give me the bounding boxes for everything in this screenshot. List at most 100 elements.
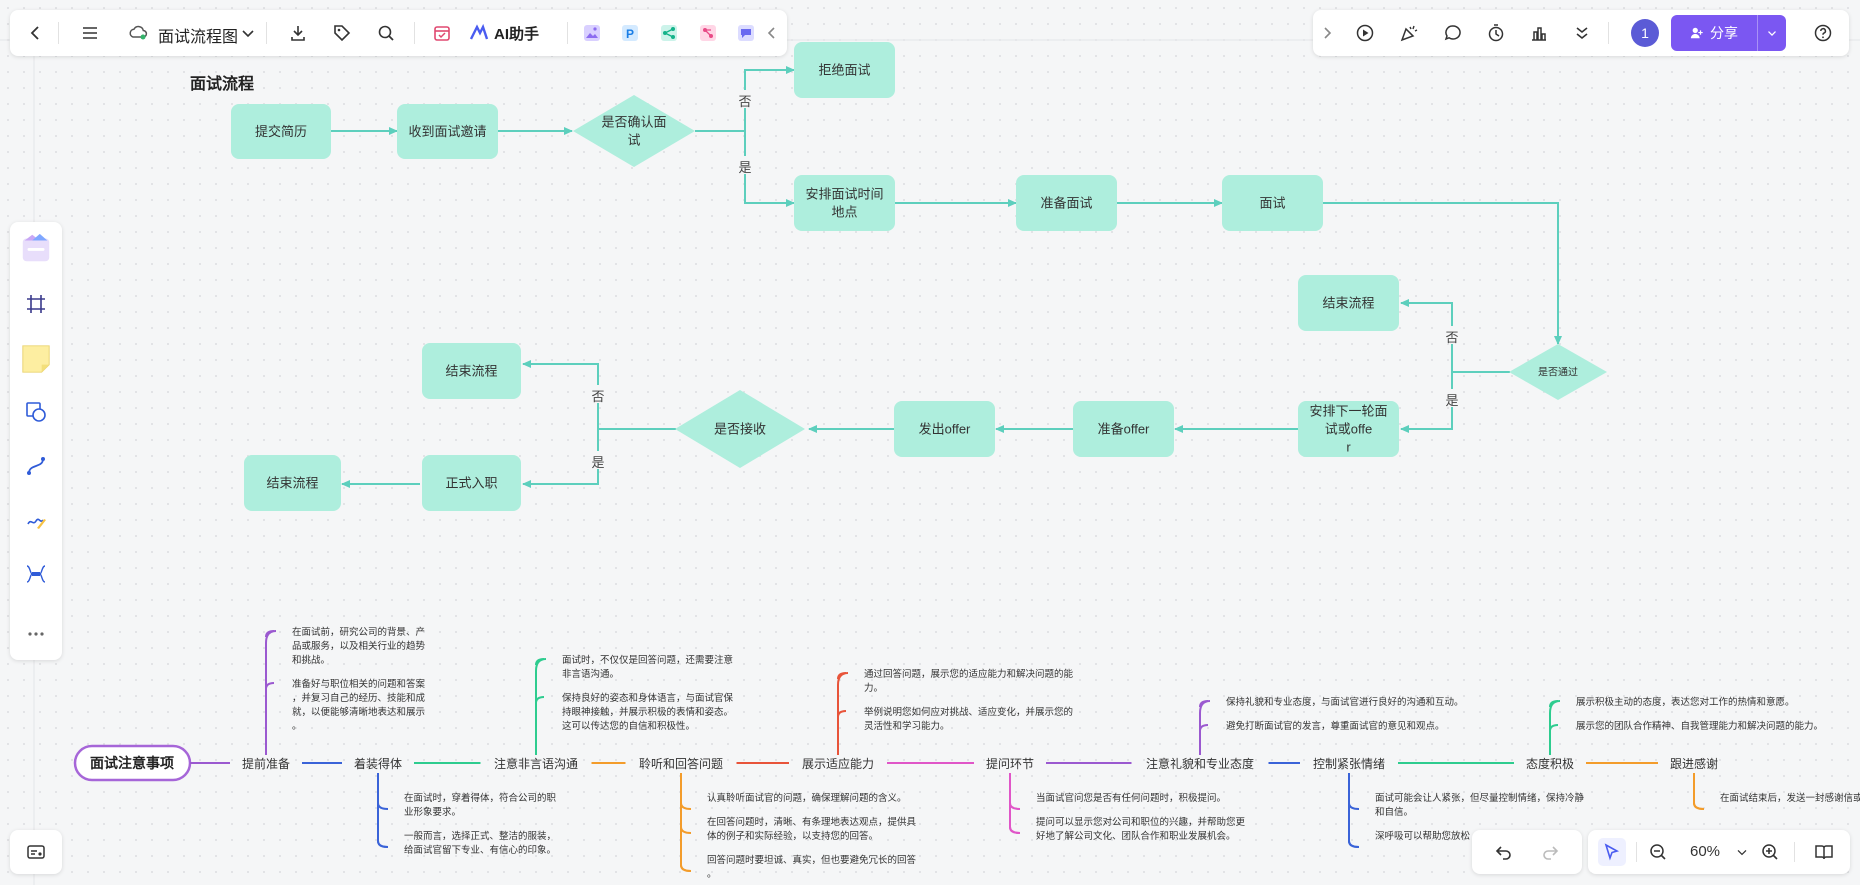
avatar[interactable]: 1 xyxy=(1631,19,1659,47)
mindmap-app-icon[interactable] xyxy=(694,19,722,47)
undo-icon[interactable] xyxy=(1490,838,1518,866)
template-icon[interactable] xyxy=(18,230,54,266)
ai-logo-icon[interactable] xyxy=(465,19,493,47)
mindmap-notes: 在面试结束后，发送一封感谢信或电子邮件 xyxy=(1693,773,1860,810)
chat-app-icon[interactable] xyxy=(732,19,760,47)
help-icon[interactable] xyxy=(1809,19,1837,47)
mindmap-note: 保持良好的姿态和身体语言，与面试官保持眼神接触，并展示积极的表情和姿态。这可以传… xyxy=(562,692,734,732)
flow-edge-label: 是 xyxy=(1445,393,1458,408)
flow-node-interview[interactable]: 面试 xyxy=(1222,175,1323,231)
flow-node-label: 是否通过 xyxy=(1538,366,1578,379)
mindmap-note: 展示积极主动的态度，表达您对工作的热情和意愿。 xyxy=(1576,696,1795,708)
pen-icon[interactable] xyxy=(22,506,50,534)
mindmap-note: 举例说明您如何应对挑战、适应变化，并展示您的灵活性和学习能力。 xyxy=(864,706,1073,732)
expand-icon[interactable] xyxy=(1313,19,1341,47)
timer-icon[interactable] xyxy=(1482,19,1510,47)
image-app-icon[interactable] xyxy=(578,19,606,47)
flow-node-invite[interactable]: 收到面试邀请 xyxy=(397,104,498,159)
mindmap-branch[interactable]: 展示适应能力 xyxy=(802,756,874,771)
flow-node-label: 正式入职 xyxy=(445,476,497,491)
search-icon[interactable] xyxy=(372,19,400,47)
vote-icon[interactable] xyxy=(1525,19,1553,47)
mindmap-note: 面试时，不仅仅是回答问题，还需要注意非言语沟通。 xyxy=(562,654,733,680)
collapse-icon[interactable] xyxy=(762,19,782,47)
flow-node-label: 是否接收 xyxy=(714,422,766,437)
chevron-down-icon[interactable] xyxy=(238,19,258,47)
flow-node-submit[interactable]: 提交简历 xyxy=(231,104,331,159)
mindmap-branch[interactable]: 态度积极 xyxy=(1526,756,1574,771)
flow-node-label: 准备面试 xyxy=(1040,196,1092,211)
mindmap-branch-label: 态度积极 xyxy=(1526,756,1574,771)
flow-node-end3[interactable]: 结束流程 xyxy=(244,455,341,511)
flow-connector xyxy=(744,131,795,207)
frame-icon[interactable] xyxy=(22,290,50,318)
share-dropdown-arrow[interactable] xyxy=(1757,15,1786,51)
left-toolbar xyxy=(10,222,62,660)
mindmap-branch[interactable]: 注意礼貌和专业态度 xyxy=(1146,756,1254,771)
download-icon[interactable] xyxy=(284,19,312,47)
mindmap-note: 通过回答问题，展示您的适应能力和解决问题的能力。 xyxy=(864,668,1074,694)
flow-decision-confirm[interactable]: 是否确认面试 xyxy=(573,95,695,167)
book-icon[interactable] xyxy=(1810,838,1838,866)
select-icon[interactable] xyxy=(1598,838,1626,866)
flow-node-schedule[interactable]: 安排面试时间地点 xyxy=(794,175,895,231)
flow-edge-label: 否 xyxy=(738,94,751,109)
flow-node-reject[interactable]: 拒绝面试 xyxy=(794,42,895,98)
comment-icon[interactable] xyxy=(1439,19,1467,47)
mindmap-note: 提问可以显示您对公司和职位的兴趣，并帮助您更好地了解公司文化、团队合作和职业发展… xyxy=(1036,816,1246,842)
mindmap-branch[interactable]: 控制紧张情绪 xyxy=(1313,757,1385,771)
flow-decision-accept[interactable]: 是否接收 xyxy=(675,390,805,468)
more-icon[interactable] xyxy=(22,620,50,648)
minimap-button[interactable] xyxy=(10,830,62,874)
mindmap-branch[interactable]: 提问环节 xyxy=(986,756,1034,771)
flow-node-end1[interactable]: 结束流程 xyxy=(1298,275,1399,331)
flow-node-label: 提交简历 xyxy=(255,124,307,139)
mindmap-branch-label: 提前准备 xyxy=(242,756,290,771)
mindmap-note: 深呼吸可以帮助您放松 xyxy=(1375,830,1471,842)
flow-node-onboard[interactable]: 正式入职 xyxy=(422,455,521,511)
back-icon[interactable] xyxy=(22,19,50,47)
mindmap-notes: 通过回答问题，展示您的适应能力和解决问题的能力。举例说明您如何应对挑战、适应变化… xyxy=(837,668,1074,755)
redo-icon[interactable] xyxy=(1536,838,1564,866)
mindmap-branch[interactable]: 跟进感谢 xyxy=(1670,756,1718,771)
shape-icon[interactable] xyxy=(22,398,50,426)
ai-assistant-label[interactable]: AI助手 xyxy=(494,26,540,43)
mindmap-tool-icon[interactable] xyxy=(22,560,50,588)
zoom-out-icon[interactable] xyxy=(1644,838,1672,866)
add-user-icon xyxy=(1690,27,1703,39)
share-app-icon[interactable] xyxy=(655,19,683,47)
doc-title[interactable]: 面试流程图 xyxy=(158,29,239,46)
tag-icon[interactable] xyxy=(328,19,356,47)
more-down-icon[interactable] xyxy=(1568,19,1596,47)
mindmap-notes: 当面试官问您是否有任何问题时，积极提问。提问可以显示您对公司和职位的兴趣，并帮助… xyxy=(1009,773,1246,842)
flow-node-end2[interactable]: 结束流程 xyxy=(422,343,521,399)
play-icon[interactable] xyxy=(1351,19,1379,47)
sticky-note-icon[interactable] xyxy=(19,342,53,376)
zoom-level[interactable]: 60% xyxy=(1690,843,1721,860)
flow-node-send_offer[interactable]: 发出offer xyxy=(894,401,995,457)
mindmap-notes: 保持礼貌和专业态度，与面试官进行良好的沟通和互动。避免打断面试官的发言，尊重面试… xyxy=(1199,696,1464,755)
share-button[interactable]: 分享 xyxy=(1671,15,1786,51)
zoom-dropdown-icon[interactable] xyxy=(1734,838,1750,866)
mindmap-branch[interactable]: 着装得体 xyxy=(354,756,402,771)
mindmap-note: 回答问题时要坦诚、真实，但也要避免冗长的回答。 xyxy=(707,854,917,880)
flow-node-prepare_offer[interactable]: 准备offer xyxy=(1073,401,1174,457)
flow-node-label: 准备offer xyxy=(1098,422,1150,437)
p-app-icon[interactable]: P xyxy=(616,19,644,47)
flow-node-label: 收到面试邀请 xyxy=(408,124,486,139)
zoom-in-icon[interactable] xyxy=(1756,838,1784,866)
calendar-app-icon[interactable] xyxy=(428,19,456,47)
mindmap-branch[interactable]: 提前准备 xyxy=(242,756,290,771)
svg-text:P: P xyxy=(626,27,634,41)
mindmap-branch[interactable]: 聆听和回答问题 xyxy=(639,756,723,771)
menu-icon[interactable] xyxy=(76,19,104,47)
connector-icon[interactable] xyxy=(22,452,50,480)
flow-node-prepare[interactable]: 准备面试 xyxy=(1016,175,1117,231)
mindmap-root[interactable]: 面试注意事项 xyxy=(73,744,192,782)
mindmap-branch[interactable]: 注意非言语沟通 xyxy=(494,756,578,771)
celebrate-icon[interactable] xyxy=(1395,19,1423,47)
flow-decision-pass[interactable]: 是否通过 xyxy=(1509,344,1607,400)
